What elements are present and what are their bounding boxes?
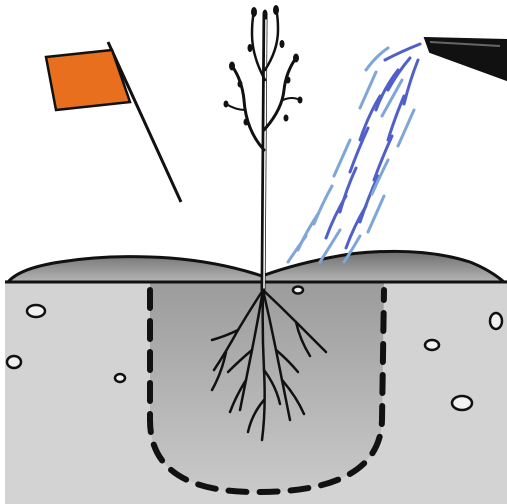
stone [490, 313, 502, 329]
stone [293, 287, 303, 294]
stone [27, 305, 45, 317]
stone [115, 374, 125, 382]
stone [7, 356, 21, 368]
planting-hole [150, 282, 384, 492]
stone [452, 396, 472, 410]
stone [425, 340, 439, 350]
